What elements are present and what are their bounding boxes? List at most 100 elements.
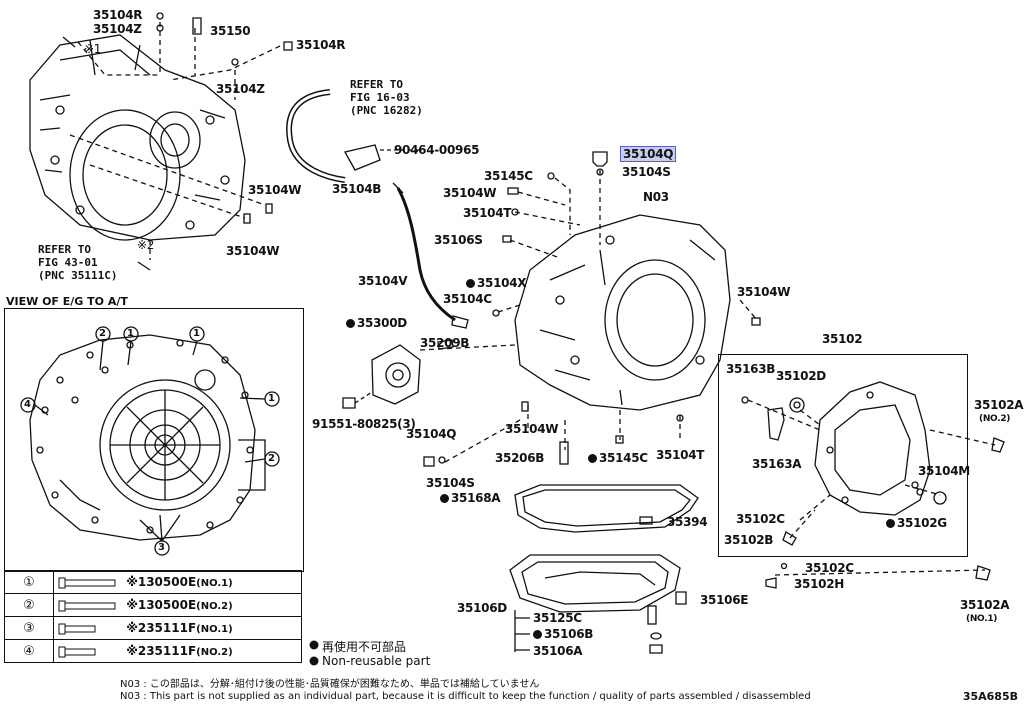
label-35104W-1: 35104W [248, 183, 302, 197]
bolt-table: ① ※130500E(NO.1) ② ※130500E(NO.2) ③ ※235… [4, 570, 302, 663]
view-callout-2b: 2 [268, 453, 275, 464]
view-callout-1c: 1 [268, 393, 275, 404]
label-35104Q-highlighted[interactable]: 35104Q [620, 146, 677, 162]
bolt-spec: ※235111F(NO.1) [53, 616, 302, 640]
bolt-mark: ※2 [126, 644, 147, 658]
view-title: VIEW OF E/G TO A/T [6, 295, 128, 308]
bolt-index: ① [4, 570, 54, 594]
label-35102A-no2: 35102A [974, 398, 1024, 412]
label-35104C: 35104C [443, 292, 492, 306]
bolt-row: ③ ※235111F(NO.1) [4, 616, 302, 640]
bolt-part: 30500E [146, 598, 197, 612]
bolt-index: ③ [4, 616, 54, 640]
label-35104R-right: 35104R [296, 38, 346, 52]
label-35104X: 35104X [466, 276, 527, 290]
view-callout-2a: 2 [99, 328, 106, 339]
bolt-sub: (NO.1) [196, 578, 233, 589]
view-frame [4, 308, 304, 572]
bolt-sub: (NO.2) [196, 647, 233, 658]
label-35104Q-low: 35104Q [406, 427, 457, 441]
label-35104M: 35104M [918, 464, 970, 478]
label-35102H: 35102H [794, 577, 844, 591]
bolt-spec: ※130500E(NO.2) [53, 593, 302, 617]
bolt-mark: ※1 [126, 598, 147, 612]
view-callout-3: 3 [158, 542, 165, 553]
label-35102D: 35102D [776, 369, 826, 383]
label-35102B: 35102B [724, 533, 774, 547]
label-35104W-4: 35104W [737, 285, 791, 299]
view-callout-1a: 1 [127, 328, 134, 339]
mark-2: ※2 [137, 238, 155, 252]
label-35104W-3: 35104W [443, 186, 497, 200]
bolt-part: 35111F [146, 621, 197, 635]
note-en: N03 : This part is not supplied as an in… [120, 691, 811, 702]
label-35163A: 35163A [752, 457, 802, 471]
label-35104Z-top: 35104Z [93, 22, 142, 36]
label-35106E: 35106E [700, 593, 749, 607]
legend-en: Non-reusable part [322, 654, 431, 668]
label-35104Z-mid: 35104Z [216, 82, 265, 96]
label-35168A: 35168A [440, 491, 501, 505]
bolt-row: ④ ※235111F(NO.2) [4, 639, 302, 663]
label-35106B: 35106B [533, 627, 593, 641]
label-no1: (NO.1) [966, 614, 998, 624]
bolt-row: ① ※130500E(NO.1) [4, 570, 302, 594]
label-35145C-low: 35145C [588, 451, 648, 465]
diagram-code: 35A685B [962, 690, 1018, 703]
transaxle-case-center [514, 214, 731, 411]
view-callout-4: 4 [24, 399, 31, 410]
label-35104W-5: 35104W [505, 422, 559, 436]
mark-1: ※1 [84, 42, 102, 56]
label-35102: 35102 [822, 332, 863, 346]
label-35102C-2: 35102C [805, 561, 854, 575]
bolt-row: ② ※130500E(NO.2) [4, 593, 302, 617]
label-35106D: 35106D [457, 601, 507, 615]
label-35102G: 35102G [886, 516, 947, 530]
label-91551-80825: 91551-80825(3) [312, 417, 416, 431]
bolt-spec: ※130500E(NO.1) [53, 570, 302, 594]
transaxle-housing-left [29, 34, 246, 241]
label-35104R-top: 35104R [93, 8, 143, 22]
legend-jp: 再使用不可部品 [322, 640, 407, 654]
bolt-part: 30500E [146, 575, 197, 589]
label-35145C-top: 35145C [484, 169, 533, 183]
label-35102C-1: 35102C [736, 512, 785, 526]
bolt-sub: (NO.1) [196, 624, 233, 635]
label-35104S-top: 35104S [622, 165, 671, 179]
bolt-icon [58, 623, 96, 634]
bolt-mark: ※2 [126, 621, 147, 635]
label-35394: 35394 [667, 515, 708, 529]
bolt-icon [58, 646, 96, 657]
bolt-spec: ※235111F(NO.2) [53, 639, 302, 663]
label-35125C: 35125C [533, 611, 582, 625]
label-35104W-2: 35104W [226, 244, 280, 258]
label-N03: N03 [643, 190, 669, 204]
note-jp: N03 : この部品は、分解･組付け後の性能･品質確保が困難なため、単品では補給… [120, 679, 540, 690]
label-35102A-no1: 35102A [960, 598, 1010, 612]
label-35104T-low: 35104T [656, 448, 705, 462]
label-35104B: 35104B [332, 182, 382, 196]
label-35209B: 35209B [420, 336, 470, 350]
refer-fig-16-03: REFER TO FIG 16-03 (PNC 16282) [350, 78, 423, 117]
view-callout-1b: 1 [193, 328, 200, 339]
label-35104S-low: 35104S [426, 476, 475, 490]
label-35150: 35150 [210, 24, 251, 38]
label-35104T-top: 35104T [463, 206, 512, 220]
label-35163B: 35163B [726, 362, 776, 376]
bolt-icon [58, 577, 116, 588]
bolt-index: ② [4, 593, 54, 617]
bolt-index: ④ [4, 639, 54, 663]
label-35106S: 35106S [434, 233, 483, 247]
label-no2: (NO.2) [979, 414, 1011, 424]
label-35104V: 35104V [358, 274, 408, 288]
refer-fig-43-01: REFER TO FIG 43-01 (PNC 35111C) [38, 243, 118, 282]
label-90464-00965: 90464-00965 [394, 143, 480, 157]
label-35300D: 35300D [346, 316, 407, 330]
bolt-part: 35111F [146, 644, 197, 658]
bolt-mark: ※1 [126, 575, 147, 589]
label-35106A: 35106A [533, 644, 583, 658]
side-cover [814, 381, 931, 516]
bolt-sub: (NO.2) [196, 601, 233, 612]
